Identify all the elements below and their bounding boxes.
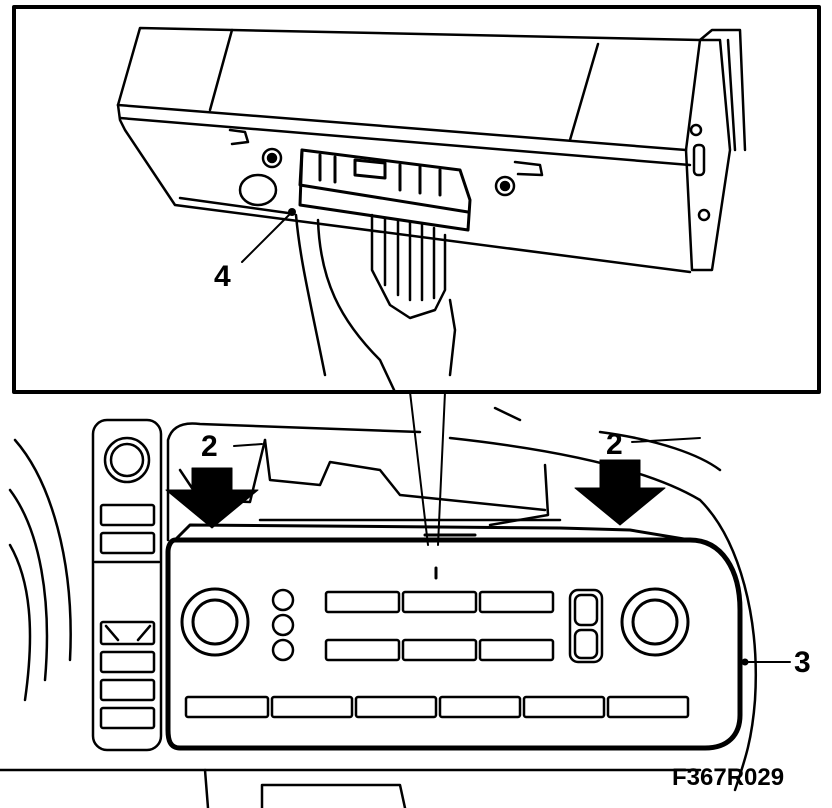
callout-4: 4 — [214, 260, 231, 293]
dashboard-view — [0, 391, 791, 808]
push-arrows — [165, 459, 666, 529]
callout-3: 3 — [794, 646, 811, 679]
radio-unit-rear — [116, 26, 747, 274]
wire-harness — [294, 213, 457, 394]
detail-inset — [12, 5, 821, 394]
callout-2-right: 2 — [606, 428, 623, 461]
callout-leaders — [233, 437, 791, 666]
console-frame — [166, 406, 757, 792]
callout-2-left: 2 — [201, 430, 218, 463]
inset-pointer — [409, 391, 446, 546]
wiring-connector — [298, 148, 472, 232]
lower-console — [0, 768, 702, 808]
left-vent-arcs — [8, 438, 72, 702]
callout-4-leader — [241, 208, 296, 263]
switch-panel — [91, 418, 163, 752]
mounting-screws — [238, 123, 711, 222]
figure-code: F367R029 — [672, 764, 785, 791]
radio-front — [165, 523, 743, 751]
